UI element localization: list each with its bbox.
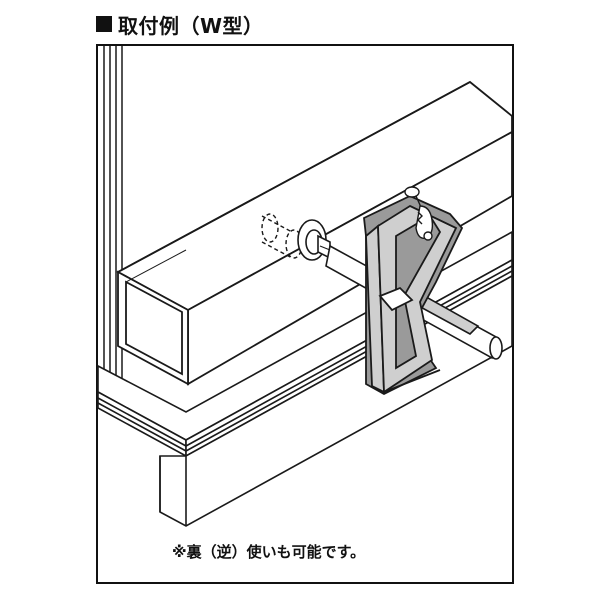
- washer-nut: [297, 219, 331, 261]
- w-bracket: [363, 195, 464, 396]
- page-title: 取付例（W型）: [118, 13, 264, 38]
- title-bar: 取付例（W型）: [96, 8, 264, 40]
- usage-note: ※裏（逆）使いも可能です。: [172, 543, 366, 561]
- safety-pin: [404, 186, 434, 241]
- title-square-icon: [96, 16, 112, 32]
